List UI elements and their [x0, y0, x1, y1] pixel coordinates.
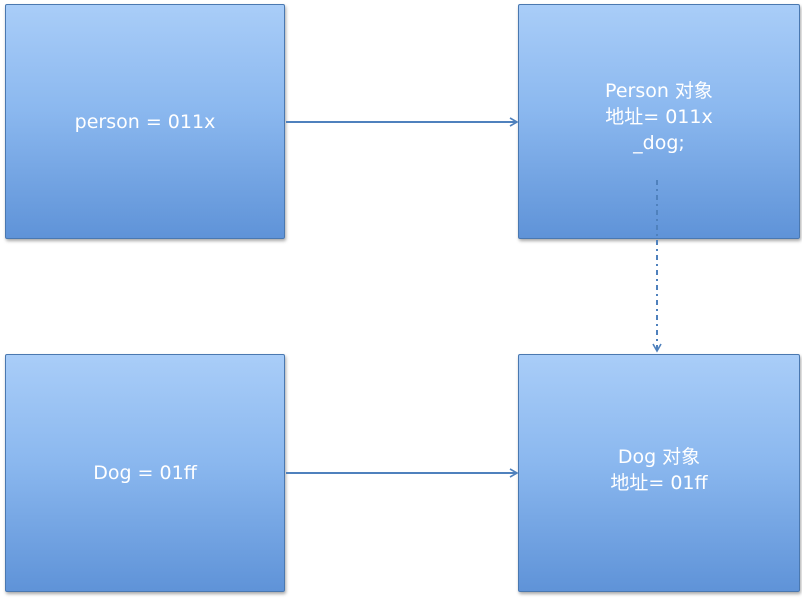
- person-variable-label: person = 011x: [74, 110, 216, 133]
- person-object-text-group: Person 对象 地址= 011x _dog;: [605, 78, 713, 156]
- person-object-box: Person 对象 地址= 011x _dog;: [518, 4, 800, 239]
- person-object-dog-field: _dog;: [633, 131, 685, 154]
- dog-object-title: Dog 对象: [617, 446, 701, 468]
- dog-variable-box: Dog = 01ff: [5, 354, 285, 592]
- person-variable-box: person = 011x: [5, 4, 285, 239]
- dog-variable-label: Dog = 01ff: [93, 462, 197, 484]
- dog-object-box: Dog 对象 地址= 01ff: [518, 354, 800, 592]
- person-variable-text-group: person = 011x: [75, 109, 216, 135]
- dog-variable-text-group: Dog = 01ff: [93, 460, 197, 486]
- person-object-address: 地址= 011x: [605, 105, 713, 128]
- dog-object-address: 地址= 01ff: [610, 472, 708, 494]
- person-object-title: Person 对象: [605, 79, 713, 102]
- dog-object-text-group: Dog 对象 地址= 01ff: [610, 444, 707, 496]
